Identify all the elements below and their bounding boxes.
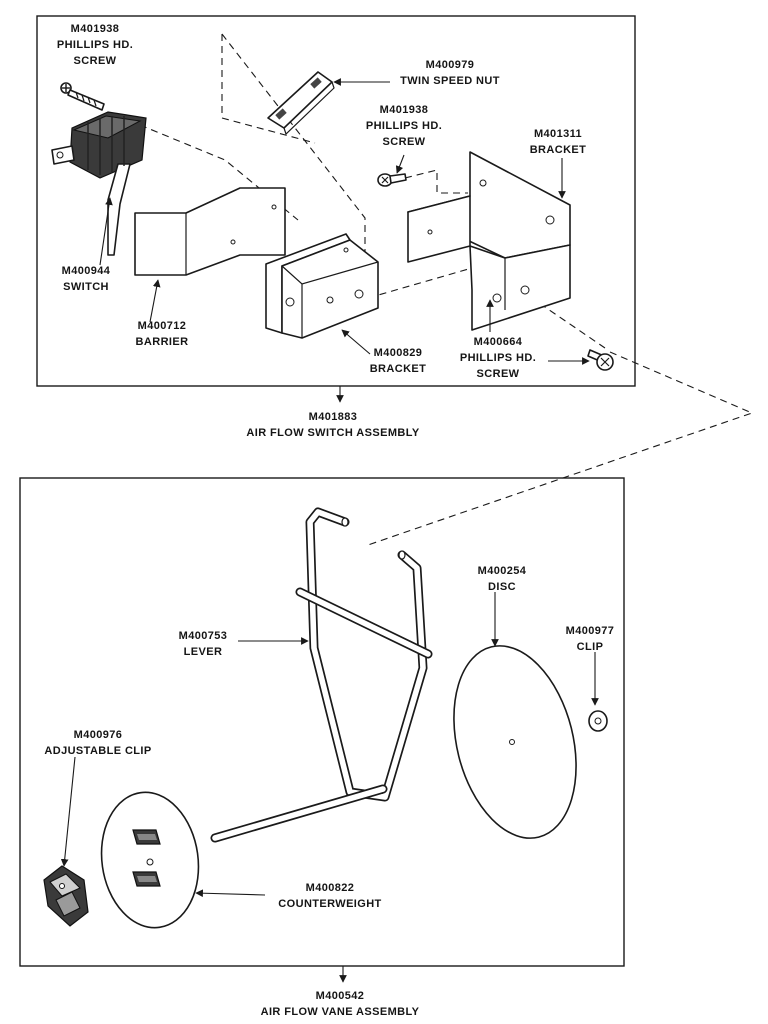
phillips-screw-mid-icon: [377, 173, 407, 187]
vane-assembly-name: AIR FLOW VANE ASSEMBLY: [261, 1006, 420, 1018]
nut-name: TWIN SPEED NUT: [400, 75, 500, 87]
bracket-right-part-number: M401311: [534, 128, 582, 140]
screw-bottom-part-number: M400664: [474, 336, 523, 348]
switch-name: SWITCH: [63, 281, 109, 293]
counterweight-icon: [100, 791, 200, 929]
clip-icon: [588, 710, 608, 732]
bracket-right-name: BRACKET: [530, 144, 587, 156]
bracket-center-part-number: M400829: [374, 347, 423, 359]
screw-mid-name-line-1: PHILLIPS HD.: [366, 120, 442, 132]
adjustable-clip-part-number: M400976: [74, 729, 123, 741]
twin-speed-nut-icon: [267, 71, 335, 136]
screw-mid-part-number: M401938: [380, 104, 429, 116]
nut-part-number: M400979: [426, 59, 475, 71]
screw-top-name-line-1: PHILLIPS HD.: [57, 39, 133, 51]
barrier-name: BARRIER: [136, 336, 189, 348]
adjustable-clip-name: ADJUSTABLE CLIP: [44, 745, 151, 757]
screw-bottom-name-line-2: SCREW: [477, 368, 520, 380]
screw-bottom-name-line-1: PHILLIPS HD.: [460, 352, 536, 364]
counterweight-name: COUNTERWEIGHT: [278, 898, 381, 910]
disc-icon: [453, 645, 577, 839]
switch-icon: [51, 111, 147, 256]
clip-name: CLIP: [577, 641, 604, 653]
switch-assembly-name: AIR FLOW SWITCH ASSEMBLY: [246, 427, 419, 439]
bracket-center-name: BRACKET: [370, 363, 427, 375]
air-flow-switch-assembly-frame: [36, 15, 636, 403]
lever-name: LEVER: [184, 646, 223, 658]
phillips-screw-icon: [60, 82, 105, 111]
switch-part-number: M400944: [62, 265, 111, 277]
lever-part-number: M400753: [179, 630, 228, 642]
air-flow-vane-assembly-frame: [19, 477, 625, 983]
clip-part-number: M400977: [566, 625, 615, 637]
screw-top-name-line-2: SCREW: [74, 55, 117, 67]
screw-top-part-number: M401938: [71, 23, 120, 35]
lever-icon: [210, 507, 433, 843]
adjustable-clip-icon: [43, 865, 89, 927]
dashed-assembly-lines: [139, 33, 754, 546]
barrier-part-number: M400712: [138, 320, 187, 332]
counterweight-part-number: M400822: [306, 882, 355, 894]
leader-lines: [60, 78, 599, 898]
bracket-center-icon: [265, 233, 379, 339]
labels: M401938 PHILLIPS HD. SCREW M400979 TWIN …: [44, 23, 614, 1018]
switch-assembly-part-number: M401883: [309, 411, 358, 423]
disc-name: DISC: [488, 581, 516, 593]
vane-assembly-part-number: M400542: [316, 990, 365, 1002]
disc-part-number: M400254: [478, 565, 527, 577]
screw-mid-name-line-2: SCREW: [383, 136, 426, 148]
barrier-icon: [134, 187, 286, 276]
phillips-screw-bottom-icon: [587, 349, 614, 371]
bracket-right-icon: [407, 151, 571, 331]
